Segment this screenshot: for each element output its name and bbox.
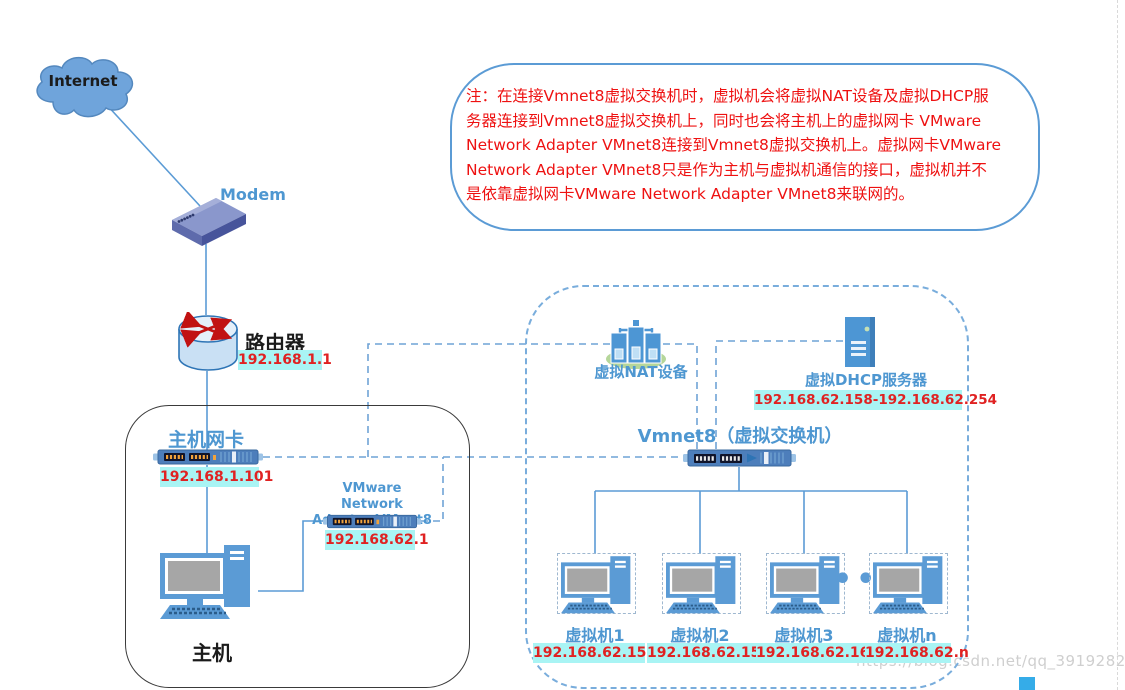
host-nic-icon <box>153 449 263 465</box>
host-computer-icon <box>160 545 256 621</box>
vm1-ip-badge: 192.168.62.158 <box>533 643 657 663</box>
note-line: 是依靠虚拟网卡VMware Network Adapter VMnet8来联网的… <box>466 185 914 204</box>
vm2-label: 虚拟机2 <box>670 626 730 645</box>
blue-square-artifact <box>1019 677 1035 690</box>
host-label: 主机 <box>192 641 232 665</box>
note-bubble: 注：在连接Vmnet8虚拟交换机时，虚拟机会将虚拟NAT设备及虚拟DHCP服 务… <box>450 63 1040 231</box>
note-line: Network Adapter VMnet8连接到Vmnet8虚拟交换机上。虚拟… <box>466 136 1002 155</box>
internet-label: Internet <box>48 72 118 90</box>
vmnet8-boundary-box <box>525 285 969 689</box>
nat-device-label: 虚拟NAT设备 <box>594 363 688 381</box>
host-nic-label: 主机网卡 <box>168 429 245 451</box>
vm1-dashed-box <box>557 553 636 614</box>
vm2-ip-badge: 192.168.62.159 <box>647 643 771 663</box>
page-margin-dashed-line <box>1117 0 1118 690</box>
modem-label: Modem <box>220 185 286 204</box>
dhcp-server-label: 虚拟DHCP服务器 <box>804 371 927 389</box>
vm2-dashed-box <box>662 553 741 614</box>
dashed-dhcp-path <box>715 340 843 450</box>
note-line: Network Adapter VMnet8只是作为主机与虚拟机通信的接口，虚拟… <box>466 160 987 179</box>
router-ip-badge: 192.168.1.1 <box>238 350 332 370</box>
line-switch-vms <box>594 467 908 554</box>
dhcp-server-icon <box>845 317 875 367</box>
note-line: 注：在连接Vmnet8虚拟交换机时，虚拟机会将虚拟NAT设备及虚拟DHCP服 <box>466 87 989 105</box>
nat-device-icon <box>606 320 666 369</box>
modem-icon <box>172 198 246 246</box>
dashed-adapter-junction <box>421 457 444 522</box>
vswitch-label: Vmnet8（虚拟交换机） <box>637 426 843 447</box>
vswitch-icon <box>683 449 796 467</box>
router-icon <box>178 312 238 371</box>
vm1-computer-icon <box>561 556 635 615</box>
host-boundary-box <box>125 405 470 688</box>
line-internet-modem <box>104 102 201 207</box>
note-line: 务器连接到Vmnet8虚拟交换机上，同时也会将主机上的虚拟网卡 VMware <box>466 111 982 130</box>
vmnet8-adapter-icon <box>323 514 421 529</box>
dhcp-range-badge: 192.168.62.158-192.168.62.254 <box>754 390 998 410</box>
vmn-label: 虚拟机n <box>877 626 937 645</box>
vm3-dashed-box <box>766 553 845 614</box>
vm3-ip-badge: 192.168.62.160 <box>756 643 880 663</box>
internet-cloud-icon <box>36 56 134 118</box>
vm2-computer-icon <box>666 556 740 615</box>
vmn-dashed-box <box>869 553 948 614</box>
vmnet8-adapter-ip-badge: 192.168.62.1 <box>325 530 429 550</box>
host-nic-ip-badge: 192.168.1.101 <box>160 467 274 487</box>
vm3-label: 虚拟机3 <box>774 626 834 645</box>
vm1-label: 虚拟机1 <box>565 626 625 645</box>
line-adapter-host <box>258 520 323 592</box>
vmn-computer-icon <box>873 556 947 615</box>
vmn-ip-badge: 192.168.62.n <box>865 643 969 663</box>
dashed-nat-path <box>367 343 698 457</box>
